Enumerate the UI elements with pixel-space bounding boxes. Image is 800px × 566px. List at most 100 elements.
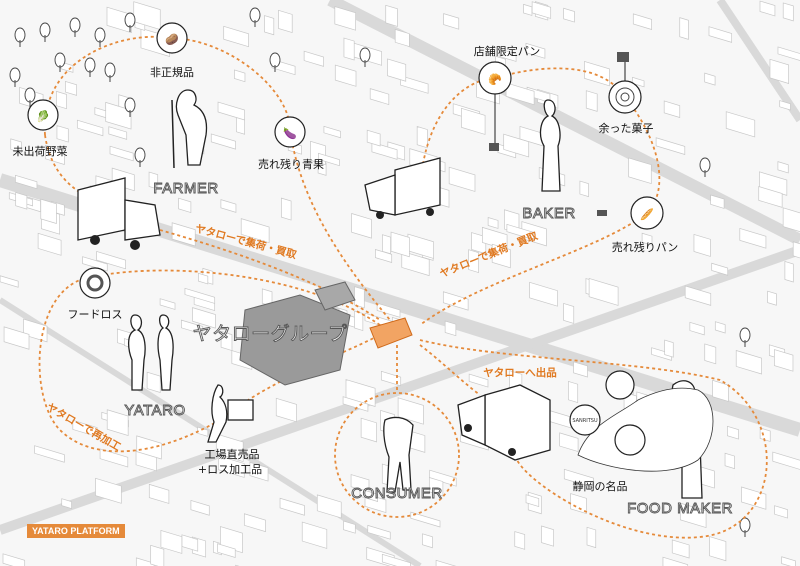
bubble-unshipped-vegetables: 🥬 <box>27 99 59 131</box>
title-farmer: FARMER <box>153 180 219 197</box>
city-block <box>767 290 777 306</box>
city-block <box>99 448 129 468</box>
city-block <box>366 129 381 147</box>
tree-icon <box>39 22 51 42</box>
city-block <box>782 207 800 232</box>
bubble-unsold-produce: 🍆 <box>274 116 306 148</box>
city-block <box>628 157 652 185</box>
farmer-figure <box>171 89 208 169</box>
city-block <box>343 520 356 534</box>
city-block <box>15 174 38 190</box>
city-block <box>95 477 122 504</box>
city-block <box>777 46 800 61</box>
city-block <box>632 13 652 30</box>
bubble-store-bread: 🥐 <box>478 61 512 151</box>
city-block <box>109 145 134 162</box>
city-block <box>714 321 726 334</box>
trees <box>9 7 751 537</box>
city-block <box>784 261 794 283</box>
city-block <box>711 262 729 276</box>
label-shizuoka-specialties: 静岡の名品 <box>573 479 628 493</box>
tree-icon <box>14 27 26 47</box>
city-block <box>367 524 391 540</box>
city-block <box>679 502 707 529</box>
label-unshipped-vegetables: 未出荷野菜 <box>13 144 68 158</box>
city-block <box>148 171 159 190</box>
city-block <box>772 451 800 470</box>
city-block <box>210 133 236 150</box>
city-block <box>146 371 161 393</box>
city-block <box>416 126 428 149</box>
title-food-maker: FOOD MAKER <box>627 500 733 517</box>
city-block <box>369 88 390 106</box>
city-block <box>56 90 67 110</box>
label-unsold-produce: 売れ残り青果 <box>258 157 324 171</box>
city-block <box>136 435 162 460</box>
city-block <box>523 3 533 16</box>
city-block <box>279 497 305 516</box>
tree-icon <box>124 12 136 32</box>
city-block <box>727 425 739 440</box>
city-block <box>588 277 619 306</box>
city-block <box>65 80 77 96</box>
city-block <box>662 556 689 566</box>
svg-text:🥬: 🥬 <box>36 110 50 123</box>
city-block <box>343 37 355 61</box>
tree-icon <box>104 62 116 82</box>
city-block <box>184 287 216 304</box>
city-block <box>303 50 324 67</box>
city-block <box>82 256 108 272</box>
city-block <box>704 72 716 86</box>
city-block <box>382 234 391 255</box>
city-block <box>376 302 401 318</box>
tree-icon <box>739 517 751 537</box>
city-block <box>468 373 489 388</box>
truck-baker <box>364 157 441 219</box>
worker-with-cart <box>207 384 254 443</box>
city-block <box>584 60 610 87</box>
tree-icon <box>9 67 21 87</box>
city-block <box>76 119 104 137</box>
city-block <box>105 101 132 130</box>
city-block <box>394 28 410 48</box>
city-block <box>301 521 328 549</box>
svg-text:🥖: 🥖 <box>640 208 654 221</box>
city-block <box>198 272 209 285</box>
city-block <box>759 427 771 442</box>
city-block <box>40 198 57 224</box>
tree-icon <box>269 52 281 72</box>
city-block <box>442 291 469 311</box>
city-block <box>275 397 297 423</box>
city-block <box>759 0 776 17</box>
tree-icon <box>249 7 261 27</box>
tree-icon <box>739 327 751 347</box>
city-block <box>444 320 457 337</box>
title-yataro: YATARO <box>124 402 185 419</box>
city-block <box>354 310 364 331</box>
city-block <box>435 559 457 566</box>
bubble-unsold-bread: 🥖 <box>597 196 664 230</box>
city-block <box>96 250 126 270</box>
title-consumer: CONSUMER <box>351 485 443 502</box>
shizuoka-map-outline <box>577 387 714 472</box>
city-block <box>758 186 783 208</box>
city-block <box>72 419 98 438</box>
tree-icon <box>84 57 96 77</box>
city-block <box>10 138 22 154</box>
city-block <box>380 370 402 387</box>
consumer-figure <box>383 416 414 493</box>
city-block <box>160 529 183 554</box>
city-block <box>334 64 357 87</box>
city-block <box>709 536 727 562</box>
city-block <box>579 180 589 198</box>
city-block <box>792 241 800 259</box>
city-block <box>782 2 794 22</box>
city-block <box>570 493 587 515</box>
city-block <box>334 6 356 31</box>
city-block <box>360 417 377 443</box>
tree-icon <box>359 47 371 67</box>
city-block <box>249 461 269 482</box>
tree-icon <box>54 52 66 72</box>
city-block <box>468 249 479 274</box>
city-block <box>397 397 424 425</box>
